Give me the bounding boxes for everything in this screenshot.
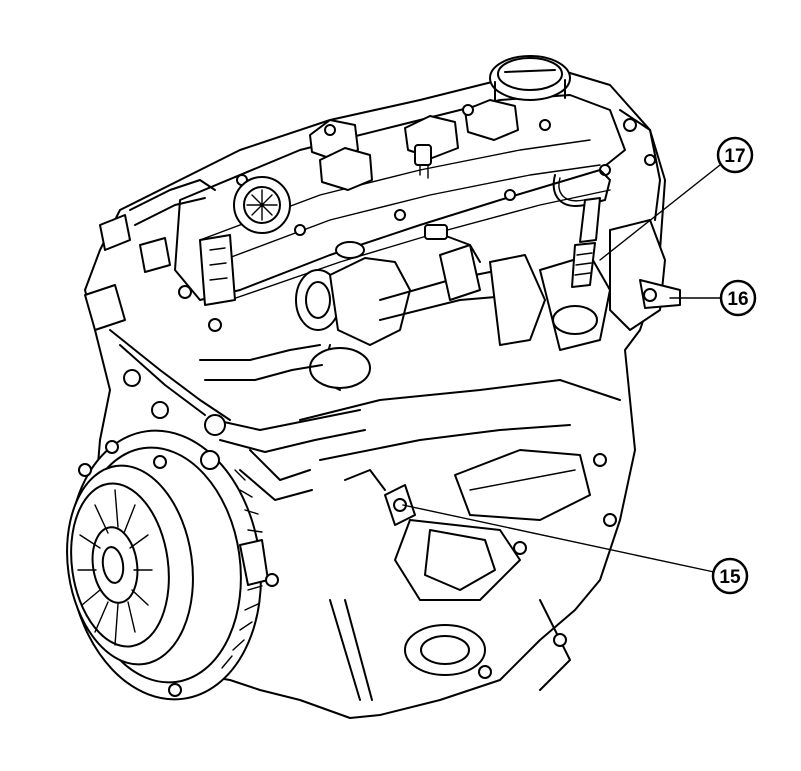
lower-block: [299, 379, 621, 701]
flywheel-clutch: [66, 429, 279, 701]
callout-circle-17: [716, 136, 754, 174]
callout-label-17: 17: [724, 146, 745, 167]
callout-16: 16: [719, 279, 757, 317]
throttle-area: [84, 176, 291, 421]
callout-label-15: 15: [719, 567, 741, 588]
right-side-components: [609, 109, 681, 331]
callout-label-16: 16: [727, 289, 748, 310]
leader-line-15: [402, 504, 715, 573]
o2-sensor-harness: [552, 169, 611, 288]
callout-circle-15: [711, 557, 749, 595]
leader-lines: [402, 164, 721, 573]
callout-15: 15: [711, 557, 749, 595]
turbocharger: [295, 224, 611, 391]
coolant-hoses: [199, 344, 366, 501]
callout-circle-16: [719, 279, 757, 317]
callout-17: 17: [716, 136, 754, 174]
valve-cover: [174, 55, 626, 301]
leader-line-17: [599, 164, 721, 261]
